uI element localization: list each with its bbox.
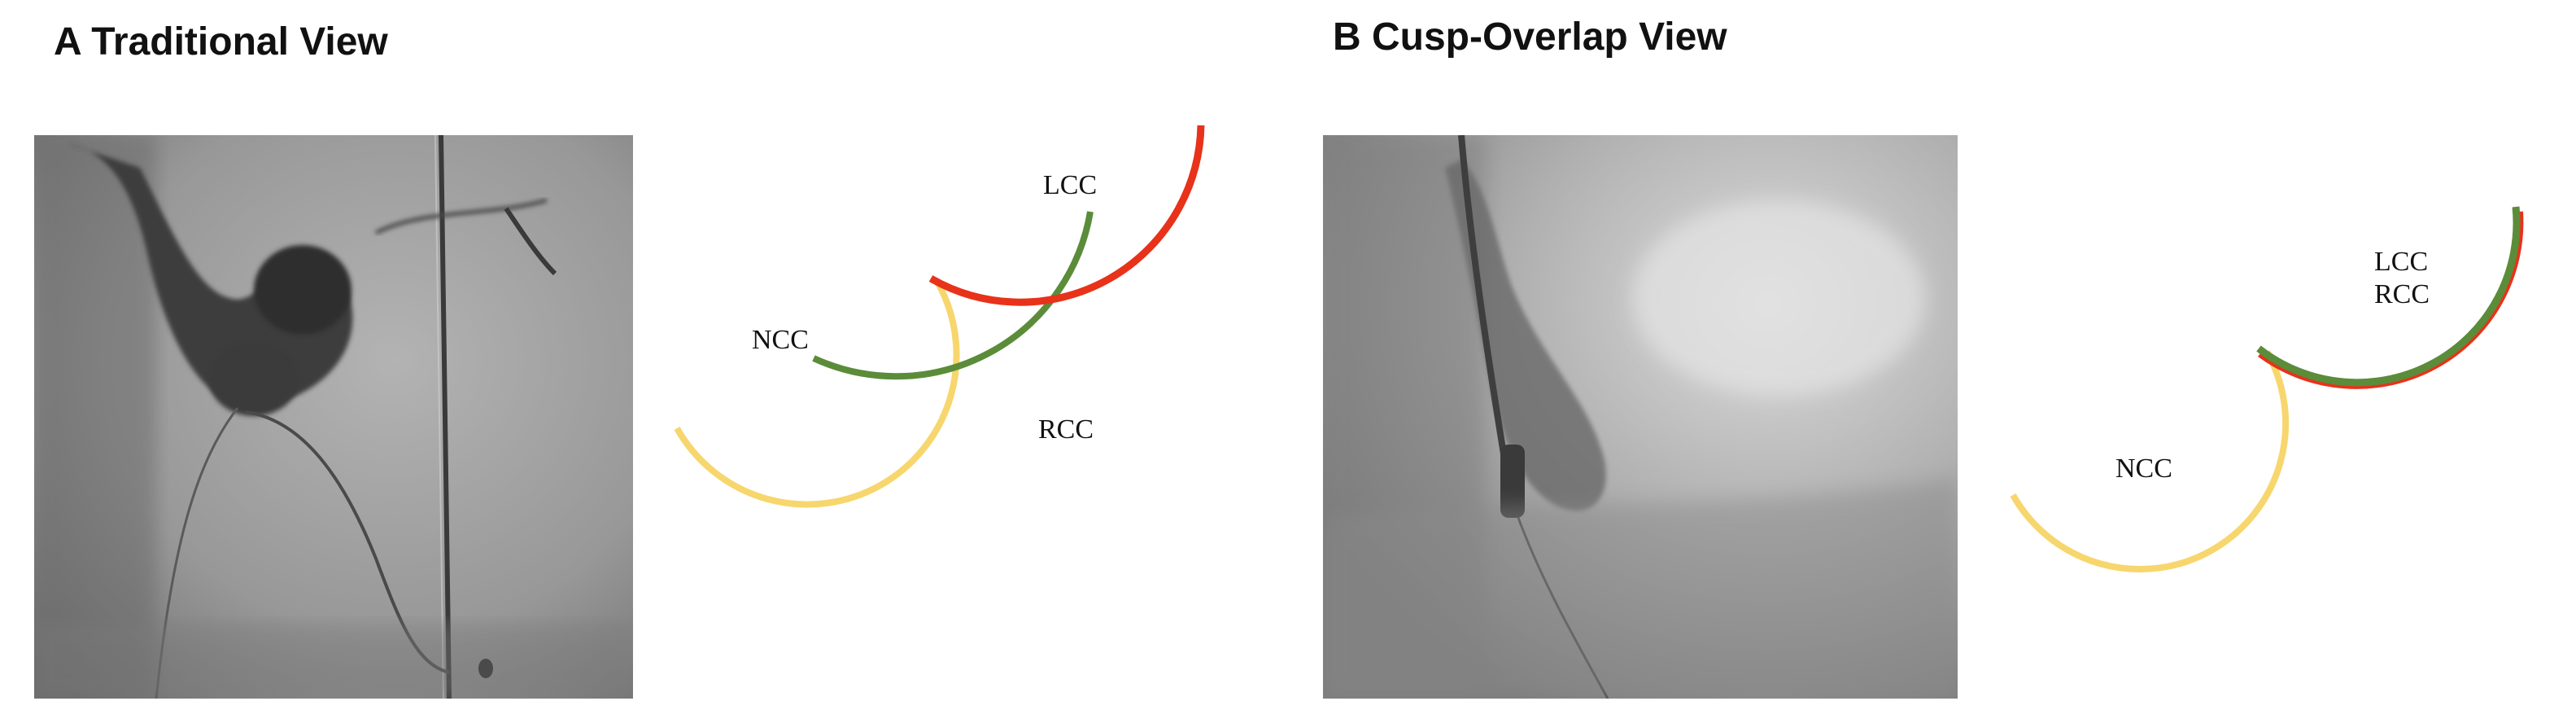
panel-a-lcc-label: LCC [1043,170,1097,200]
panel-b-title: B Cusp-Overlap View [1333,15,1727,59]
panel-a-rcc-label: RCC [1038,414,1094,445]
panel-b-fluoroscopy-image [1323,135,1958,699]
panel-b-rcc-arc [2256,206,2521,387]
panel-b-ncc-label: NCC [2115,454,2172,484]
panel-a-ncc-arc [674,280,960,508]
panel-a-ncc-label: NCC [752,325,809,355]
panel-a-rcc-arc [812,211,1094,380]
panel-a-lcc-arc [928,125,1205,306]
panel-a-fluoroscopy-image [34,135,633,699]
panel-b-cusp-schematic: LCC RCC NCC [1985,179,2576,602]
panel-b-lcc-label: LCC [2374,247,2428,277]
panel-b-ncc-arc [2010,350,2290,573]
panel-b-rcc-label: RCC [2374,279,2430,309]
panel-a-cusp-schematic: LCC NCC RCC [651,106,1286,529]
panel-a-title: A Traditional View [54,20,388,64]
